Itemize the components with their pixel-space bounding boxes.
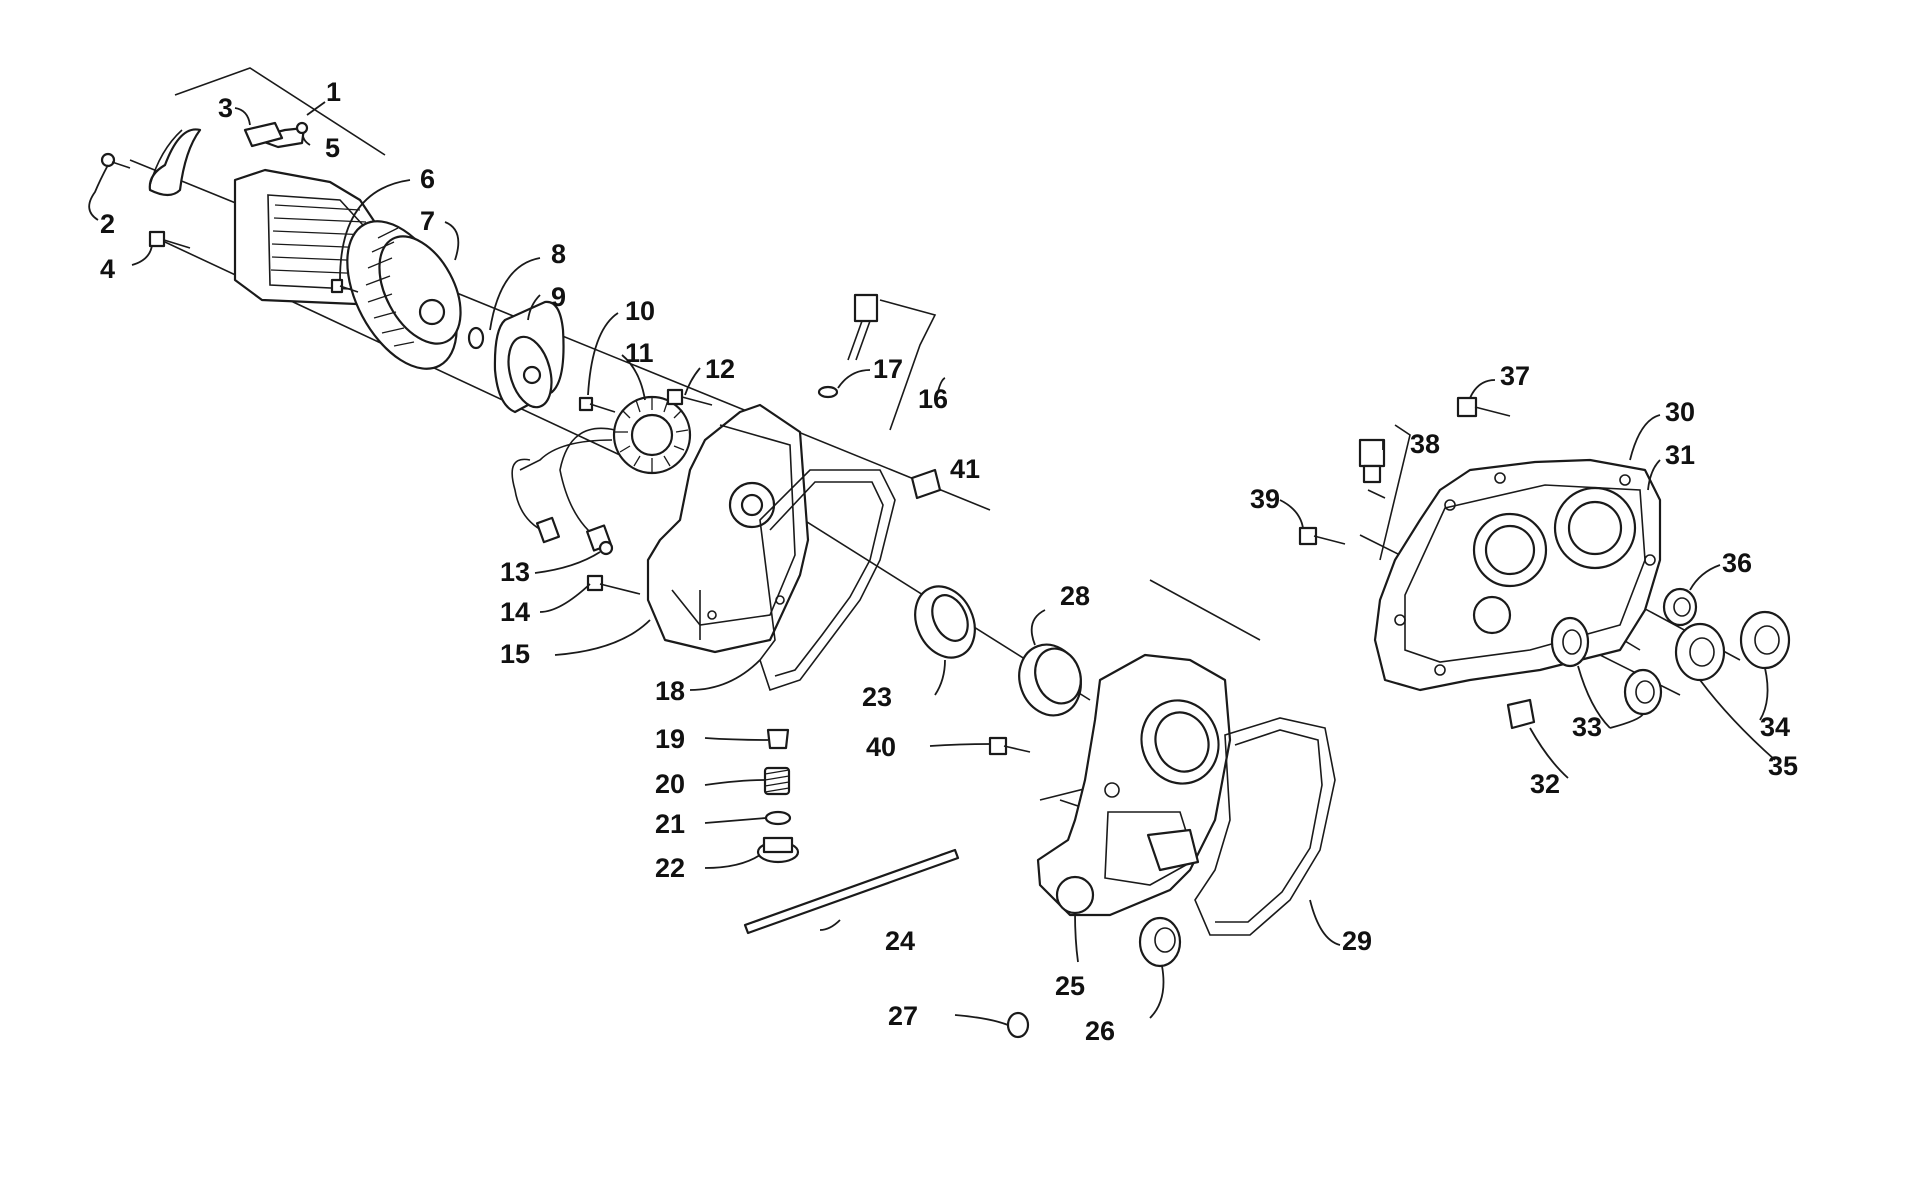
callout-7: 7 bbox=[420, 206, 435, 236]
callout-15: 15 bbox=[500, 639, 530, 669]
callout-37: 37 bbox=[1500, 361, 1530, 391]
bearing-33a-part bbox=[1550, 616, 1590, 668]
bolt-14-part bbox=[586, 574, 641, 595]
shroud-ring-part bbox=[148, 128, 202, 197]
flywheel-fan-part bbox=[346, 220, 462, 370]
callout-3: 3 bbox=[218, 93, 233, 123]
callout-25: 25 bbox=[1055, 971, 1085, 1001]
callout-20: 20 bbox=[655, 769, 685, 799]
rotor-part bbox=[493, 300, 565, 414]
bolt-40-part bbox=[988, 736, 1031, 756]
callout-41: 41 bbox=[950, 454, 980, 484]
callout-10: 10 bbox=[625, 296, 655, 326]
bushing-26-part bbox=[1138, 916, 1182, 968]
bearing-33b-part bbox=[1623, 668, 1663, 716]
callout-33: 33 bbox=[1572, 712, 1602, 742]
callout-labels: 1 2 3 4 5 6 7 8 9 10 11 12 13 14 15 16 1… bbox=[100, 77, 1798, 1046]
callout-35: 35 bbox=[1768, 751, 1798, 781]
drain-plug-22-part bbox=[756, 836, 800, 864]
bolt-39-part bbox=[1298, 526, 1346, 546]
callout-18: 18 bbox=[655, 676, 685, 706]
dowel-32-part bbox=[1506, 698, 1536, 730]
callout-24: 24 bbox=[885, 926, 915, 956]
callout-6: 6 bbox=[420, 164, 435, 194]
bolt-12-part bbox=[666, 388, 713, 406]
callout-31: 31 bbox=[1665, 440, 1695, 470]
oil-seal-23-part bbox=[914, 585, 976, 659]
pin-27-part bbox=[1006, 1011, 1030, 1039]
callout-36: 36 bbox=[1722, 548, 1752, 578]
callout-13: 13 bbox=[500, 557, 530, 587]
bolt-6-part bbox=[330, 278, 359, 294]
shroud-bracket-line bbox=[174, 67, 386, 156]
stud-bolt-24-part bbox=[743, 848, 960, 935]
callout-29: 29 bbox=[1342, 926, 1372, 956]
breather-38-part bbox=[1358, 424, 1411, 561]
callout-leader-lines bbox=[88, 101, 1776, 1026]
callout-28: 28 bbox=[1060, 581, 1090, 611]
bolt-37-part bbox=[1456, 396, 1511, 418]
gear-case-cover-part bbox=[1373, 458, 1662, 692]
oring-21-part bbox=[764, 810, 792, 826]
crankcase-half-part bbox=[1036, 653, 1232, 917]
callout-19: 19 bbox=[655, 724, 685, 754]
bearing-35-part bbox=[1674, 622, 1726, 682]
callout-21: 21 bbox=[655, 809, 685, 839]
callout-5: 5 bbox=[325, 133, 340, 163]
dowel-pin-41-part bbox=[910, 468, 942, 500]
callout-17: 17 bbox=[873, 354, 903, 384]
decal-3-part bbox=[243, 121, 284, 148]
callout-1: 1 bbox=[326, 77, 341, 107]
callout-16: 16 bbox=[918, 384, 948, 414]
callout-8: 8 bbox=[551, 239, 566, 269]
callout-30: 30 bbox=[1665, 397, 1695, 427]
crankcase-gasket-29-part bbox=[1194, 717, 1336, 936]
callout-4: 4 bbox=[100, 254, 115, 284]
callout-34: 34 bbox=[1760, 712, 1790, 742]
valve-plug-19-part bbox=[766, 728, 790, 750]
callout-40: 40 bbox=[866, 732, 896, 762]
bearing-ring-28-part bbox=[1018, 643, 1082, 717]
callout-27: 27 bbox=[888, 1001, 918, 1031]
callout-26: 26 bbox=[1085, 1016, 1115, 1046]
callout-39: 39 bbox=[1250, 484, 1280, 514]
seal-36-part bbox=[1662, 587, 1698, 627]
callout-2: 2 bbox=[100, 209, 115, 239]
callout-38: 38 bbox=[1410, 429, 1440, 459]
callout-23: 23 bbox=[862, 682, 892, 712]
stator-part bbox=[612, 395, 692, 475]
callout-11: 11 bbox=[625, 338, 654, 368]
cover-gasket-part bbox=[759, 469, 896, 692]
dipstick-part bbox=[817, 293, 937, 431]
spring-20-part bbox=[763, 766, 791, 796]
bearing-34-part bbox=[1739, 610, 1791, 670]
callout-22: 22 bbox=[655, 853, 685, 883]
key-washer-part bbox=[467, 326, 485, 350]
callout-32: 32 bbox=[1530, 769, 1560, 799]
callout-14: 14 bbox=[500, 597, 530, 627]
callout-12: 12 bbox=[705, 354, 735, 384]
screw-4-part bbox=[148, 230, 191, 249]
screw-5-part bbox=[295, 121, 309, 135]
stator-wiring-harness bbox=[511, 427, 616, 552]
bolt-13-part bbox=[598, 540, 614, 556]
bolt-10-part bbox=[578, 396, 616, 413]
screw-2-part bbox=[100, 152, 131, 169]
callout-9: 9 bbox=[551, 282, 566, 312]
